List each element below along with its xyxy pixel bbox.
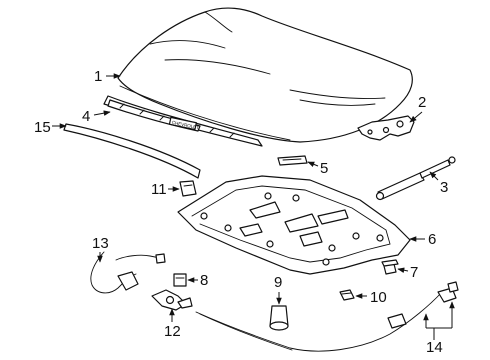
callout-7: 7 (397, 264, 418, 281)
release-cable-lower (195, 281, 459, 352)
callout-4: 4 (82, 108, 111, 125)
push-pin-clip (381, 259, 399, 275)
callout-3: 3 (429, 171, 448, 196)
callout-11: 11 (151, 181, 180, 198)
callout-13: 13 (92, 235, 109, 263)
hood-latch (269, 305, 289, 331)
callout-15-text: 15 (34, 119, 51, 136)
callout-13-text: 13 (92, 235, 109, 252)
hood-bumper (179, 180, 197, 197)
callout-9: 9 (274, 274, 282, 305)
callout-15: 15 (34, 119, 67, 136)
callout-10: 10 (355, 289, 387, 306)
hood-panel (117, 7, 413, 143)
callout-1: 1 (94, 68, 121, 85)
callout-10-text: 10 (370, 289, 387, 306)
callout-7-text: 7 (410, 264, 418, 281)
callout-9-text: 9 (274, 274, 282, 291)
callout-1-text: 1 (94, 68, 102, 85)
callout-14: 14 (423, 301, 455, 356)
callout-4-text: 4 (82, 108, 90, 125)
callout-2-text: 2 (418, 94, 426, 111)
callout-6: 6 (409, 231, 436, 248)
callout-5-text: 5 (320, 160, 328, 177)
hood-insulator (177, 175, 411, 275)
hood-badge-text: CHEVROLET (171, 120, 199, 131)
callout-12: 12 (164, 308, 181, 340)
callout-11-text: 11 (151, 181, 167, 198)
hood-molding (63, 123, 201, 179)
callout-5: 5 (307, 160, 328, 177)
nut-clip (339, 289, 355, 301)
grommet (173, 273, 187, 287)
latch-bracket (151, 289, 193, 311)
release-cable-upper (90, 251, 166, 294)
callout-12-text: 12 (164, 323, 181, 340)
hood-seal-strip: CHEVROLET (103, 95, 263, 147)
clip-insert (277, 155, 308, 166)
gas-strut (375, 156, 456, 201)
callout-14-text: 14 (426, 339, 443, 356)
callout-8-text: 8 (200, 272, 208, 289)
callout-6-text: 6 (428, 231, 436, 248)
callout-3-text: 3 (440, 179, 448, 196)
hood-hinge (357, 115, 415, 141)
callout-8: 8 (187, 272, 208, 289)
callout-2: 2 (409, 94, 426, 123)
